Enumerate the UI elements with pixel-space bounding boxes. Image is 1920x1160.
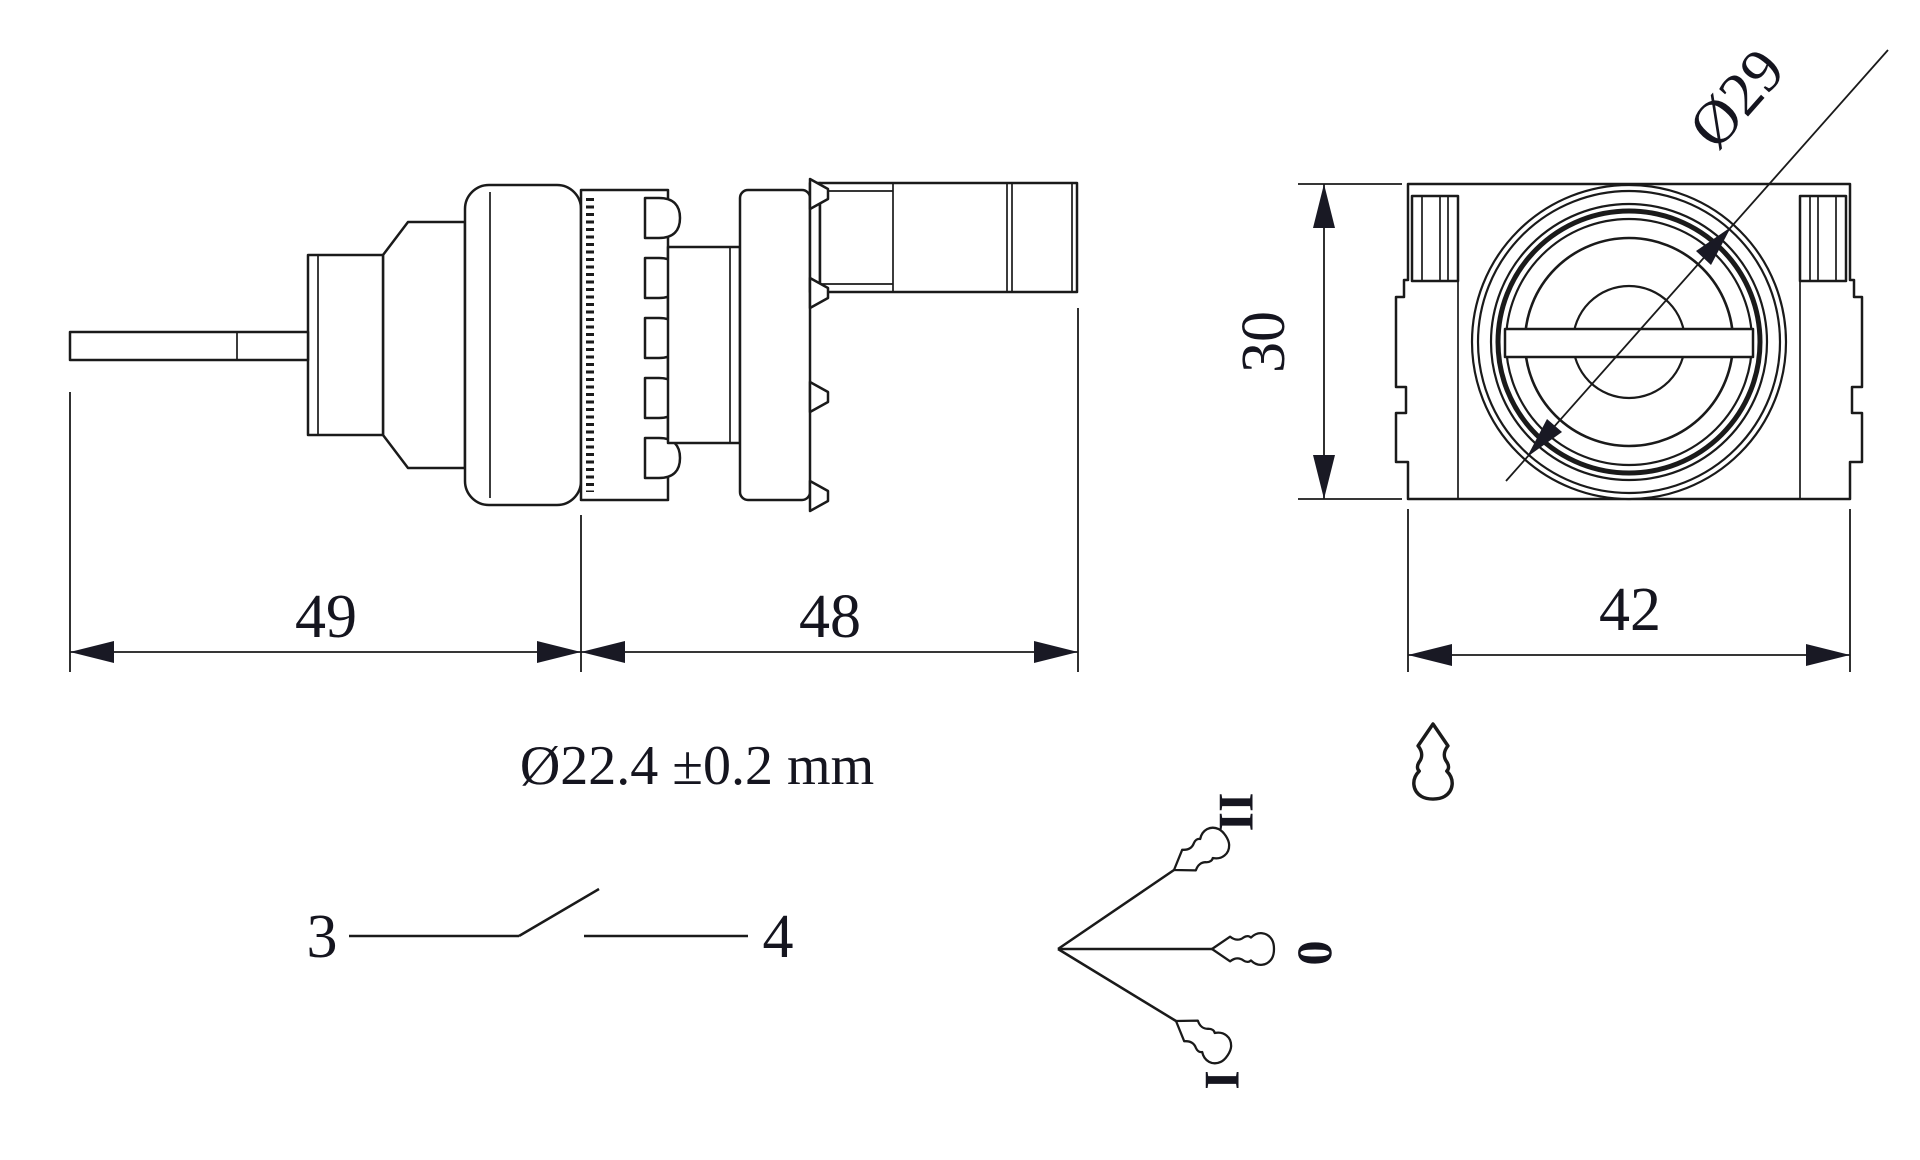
- terminal-block: [818, 181, 1079, 294]
- arrowhead: [581, 641, 625, 663]
- side-view-collar: [306, 253, 385, 437]
- terminal-4-label: 4: [763, 903, 794, 971]
- arrowhead: [1527, 419, 1562, 457]
- position-label-II: II: [1209, 793, 1265, 832]
- panel-cutout-note: Ø22.4 ±0.2 mm: [520, 735, 874, 797]
- front-view-dimensions: 30 42: [1230, 183, 1851, 672]
- key-blade: [68, 330, 310, 362]
- side-view-rear-drum: [738, 188, 812, 502]
- dim-label-42: 42: [1599, 576, 1661, 644]
- contact-schematic: 3 4: [307, 887, 794, 971]
- key-icon: [1412, 722, 1454, 801]
- dim-label-48: 48: [799, 583, 861, 651]
- terminal-3-label: 3: [307, 903, 338, 971]
- arrowhead: [1313, 455, 1335, 499]
- position-line-lower: [1057, 947, 1177, 1023]
- key-icon: [1164, 821, 1236, 885]
- side-view-cone-section: [381, 220, 467, 470]
- side-view-bezel: [463, 183, 583, 507]
- dim-label-diameter-29: Ø29: [1676, 36, 1798, 161]
- arrowhead: [1696, 227, 1731, 265]
- arrowhead: [1806, 644, 1850, 666]
- key-position-diagram: II 0 I: [1057, 793, 1344, 1090]
- side-view-dimensions: 49 48 Ø22.4 ±0.2 mm: [69, 308, 1079, 797]
- schematic-contact-blade: [518, 887, 600, 938]
- front-view-clip-right: [1798, 194, 1848, 283]
- key-icon: [1210, 932, 1276, 966]
- front-view: Ø29: [1394, 36, 1889, 501]
- rear-drum-bumps: [808, 177, 830, 513]
- arrowhead: [1034, 641, 1078, 663]
- arrowhead: [1313, 184, 1335, 228]
- side-view-mid-cylinder: [666, 245, 742, 445]
- dim-label-30: 30: [1230, 311, 1298, 373]
- key-icon: [1166, 1006, 1238, 1070]
- position-label-I: I: [1195, 1070, 1251, 1089]
- arrowhead: [1408, 644, 1452, 666]
- dim-label-49: 49: [295, 583, 357, 651]
- position-line-upper: [1057, 868, 1175, 951]
- side-view: [68, 177, 1079, 513]
- front-view-clip-left: [1410, 194, 1460, 283]
- arrowhead: [537, 641, 581, 663]
- arrowhead: [70, 641, 114, 663]
- position-label-0: 0: [1288, 941, 1344, 966]
